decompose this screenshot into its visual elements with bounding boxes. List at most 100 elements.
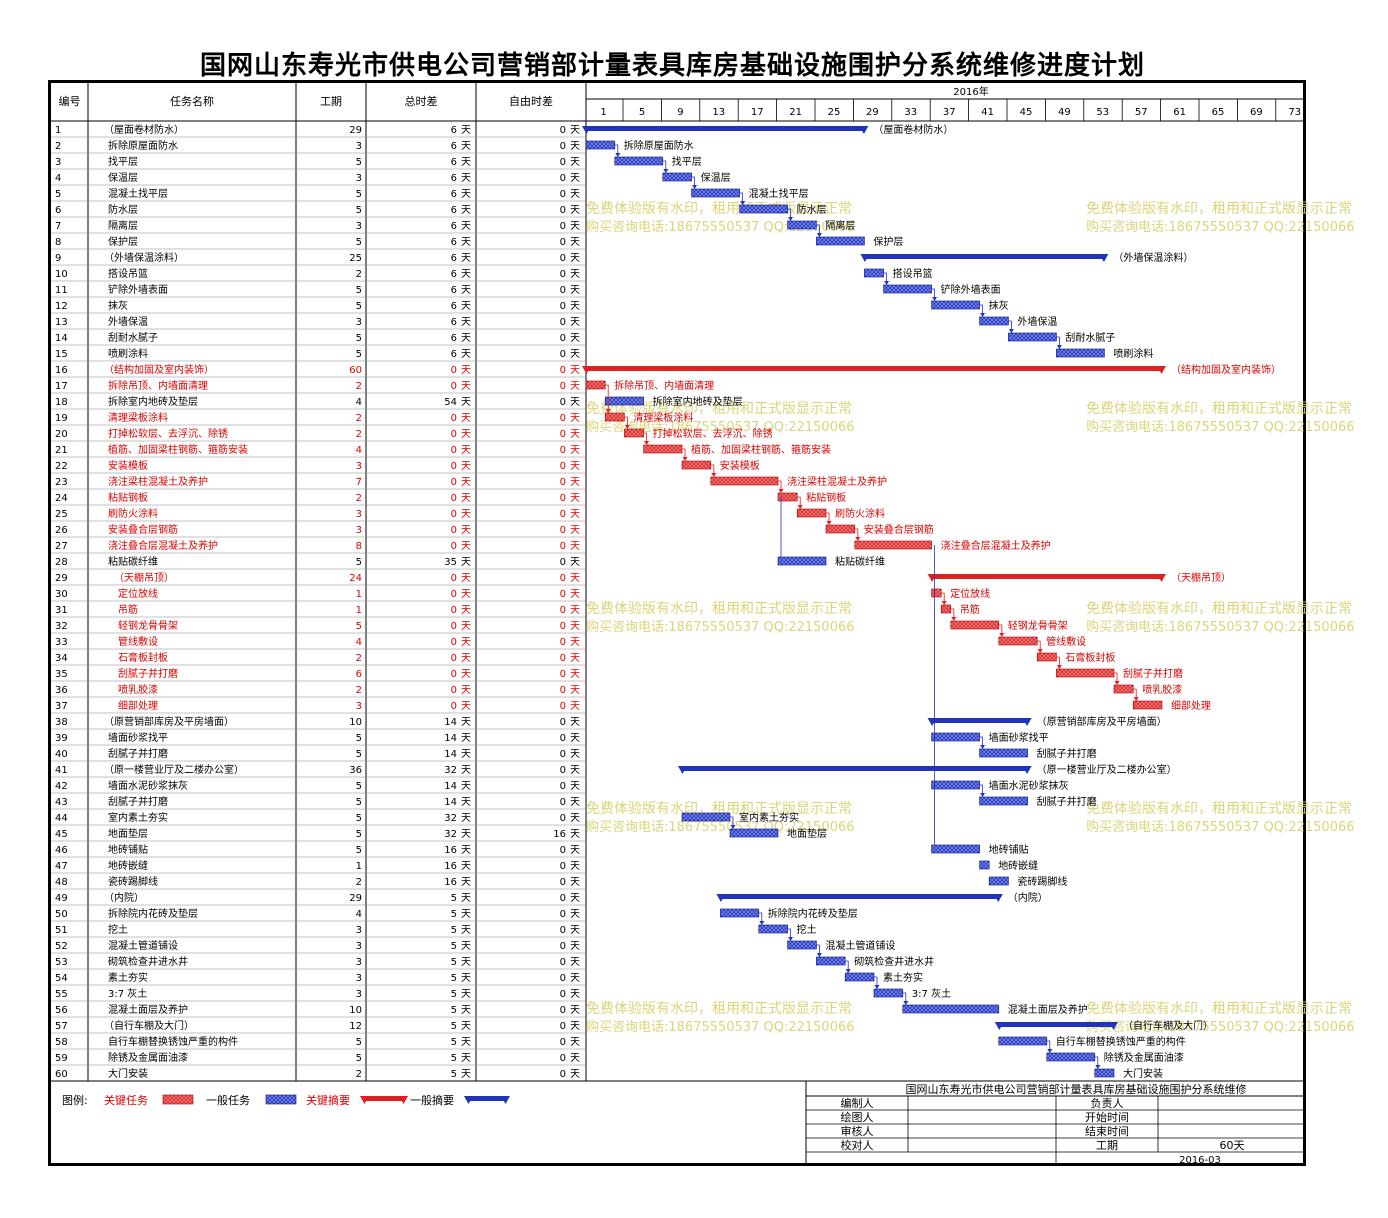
summary-bar	[931, 718, 1028, 723]
task-total-float: 14	[444, 781, 457, 792]
task-name: 找平层	[108, 155, 138, 168]
task-total-float: 5	[451, 909, 457, 920]
task-id: 8	[55, 237, 61, 248]
task-total-float: 5	[451, 1069, 457, 1080]
column-header: 任务名称	[170, 94, 214, 108]
task-free-float: 0	[560, 877, 566, 888]
task-free-float: 0	[560, 189, 566, 200]
task-unit: 天	[461, 797, 471, 808]
task-total-float: 14	[444, 733, 457, 744]
watermark-line: 购买咨询电话:18675550537 QQ:22150066	[586, 619, 855, 635]
task-total-float: 5	[451, 941, 457, 952]
task-free-float: 0	[560, 237, 566, 248]
task-id: 53	[55, 957, 68, 968]
task-total-float: 6	[451, 349, 457, 360]
task-total-float: 54	[444, 397, 457, 408]
task-id: 58	[55, 1037, 68, 1048]
task-duration: 3	[356, 317, 362, 328]
task-unit: 天	[570, 765, 580, 776]
task-unit: 天	[461, 893, 471, 904]
task-unit: 天	[570, 861, 580, 872]
task-bar	[796, 508, 827, 518]
task-name: 管线敷设	[118, 635, 158, 648]
bar-label: 打掉松软层、去浮沉、除锈	[653, 427, 773, 440]
task-name: 拆除室内地砖及垫层	[108, 395, 198, 408]
watermark-line: 免费体验版有水印，租用和正式版显示正常	[1086, 401, 1352, 417]
task-free-float: 16	[553, 829, 566, 840]
task-duration: 3	[356, 509, 362, 520]
dependency-arrow	[884, 281, 890, 285]
task-bar	[883, 284, 932, 294]
task-duration: 12	[349, 1021, 362, 1032]
summary-bar-right-cap	[993, 894, 1003, 902]
task-unit: 天	[461, 957, 471, 968]
task-unit: 天	[461, 781, 471, 792]
bar-label: （原一楼营业厅及二楼办公室）	[1037, 763, 1177, 776]
task-name: 打掉松软层、去浮沉、除锈	[108, 427, 228, 440]
task-name: 保护层	[108, 235, 138, 248]
task-unit: 天	[570, 877, 580, 888]
task-name: 大门安装	[108, 1067, 148, 1080]
task-unit: 天	[461, 973, 471, 984]
bar-label: 安装叠合层钢筋	[864, 523, 934, 536]
info-cell: 校对人	[841, 1138, 874, 1152]
task-total-float: 6	[451, 221, 457, 232]
task-unit: 天	[461, 397, 471, 408]
task-bar	[777, 556, 827, 566]
task-free-float: 0	[560, 1069, 566, 1080]
task-total-float: 5	[451, 1021, 457, 1032]
summary-bar	[998, 1022, 1114, 1027]
task-unit: 天	[570, 125, 580, 136]
dependency-arrow	[816, 953, 822, 957]
legend-normal-summary: 一般摘要	[410, 1093, 454, 1107]
watermark-line: 免费体验版有水印，租用和正式版显示正常	[1086, 1001, 1352, 1017]
task-bar	[979, 748, 1028, 758]
task-unit: 天	[461, 637, 471, 648]
bar-label: 找平层	[672, 155, 702, 168]
task-name: 素土夯实	[108, 971, 148, 984]
task-free-float: 0	[560, 621, 566, 632]
task-total-float: 0	[451, 477, 457, 488]
task-unit: 天	[570, 285, 580, 296]
bar-label: 外墙保温	[1017, 315, 1057, 328]
task-bar	[720, 908, 760, 918]
task-unit: 天	[461, 845, 471, 856]
task-name: （外墙保温涂料）	[104, 251, 184, 264]
task-duration: 2	[356, 653, 362, 664]
time-tick-label: 5	[639, 107, 645, 118]
task-total-float: 0	[451, 493, 457, 504]
dependency-arrow	[740, 201, 746, 205]
task-unit: 天	[570, 669, 580, 680]
task-free-float: 0	[560, 509, 566, 520]
task-bar	[998, 1036, 1048, 1046]
watermark-line: 免费体验版有水印，租用和正式版显示正常	[586, 1001, 852, 1017]
task-id: 10	[55, 269, 68, 280]
task-bar	[979, 316, 1009, 326]
time-tick-label: 69	[1250, 107, 1263, 118]
task-name: 墙面水泥砂浆抹灰	[108, 779, 188, 792]
task-bar	[950, 620, 1000, 630]
task-total-float: 0	[451, 381, 457, 392]
task-duration: 1	[356, 589, 362, 600]
task-free-float: 0	[560, 957, 566, 968]
legend-critical-summary-cap	[360, 1096, 369, 1104]
task-name: 3:7 灰土	[108, 987, 147, 1000]
task-duration: 5	[356, 829, 362, 840]
task-duration: 3	[356, 221, 362, 232]
watermark-line: 购买咨询电话:18675550537 QQ:22150066	[586, 819, 855, 835]
task-unit: 天	[461, 925, 471, 936]
bar-label: 混凝土找平层	[749, 187, 809, 200]
task-total-float: 16	[444, 845, 457, 856]
task-bar	[940, 604, 952, 614]
bar-label: 自行车棚替换锈蚀严重的构件	[1056, 1035, 1186, 1048]
task-unit: 天	[461, 157, 471, 168]
task-name: 清理梁板涂料	[108, 411, 168, 424]
task-bar	[1036, 652, 1057, 662]
task-unit: 天	[570, 429, 580, 440]
task-unit: 天	[570, 893, 580, 904]
task-id: 20	[55, 429, 68, 440]
task-bar	[1094, 1068, 1115, 1078]
task-unit: 天	[461, 909, 471, 920]
task-unit: 天	[461, 1005, 471, 1016]
